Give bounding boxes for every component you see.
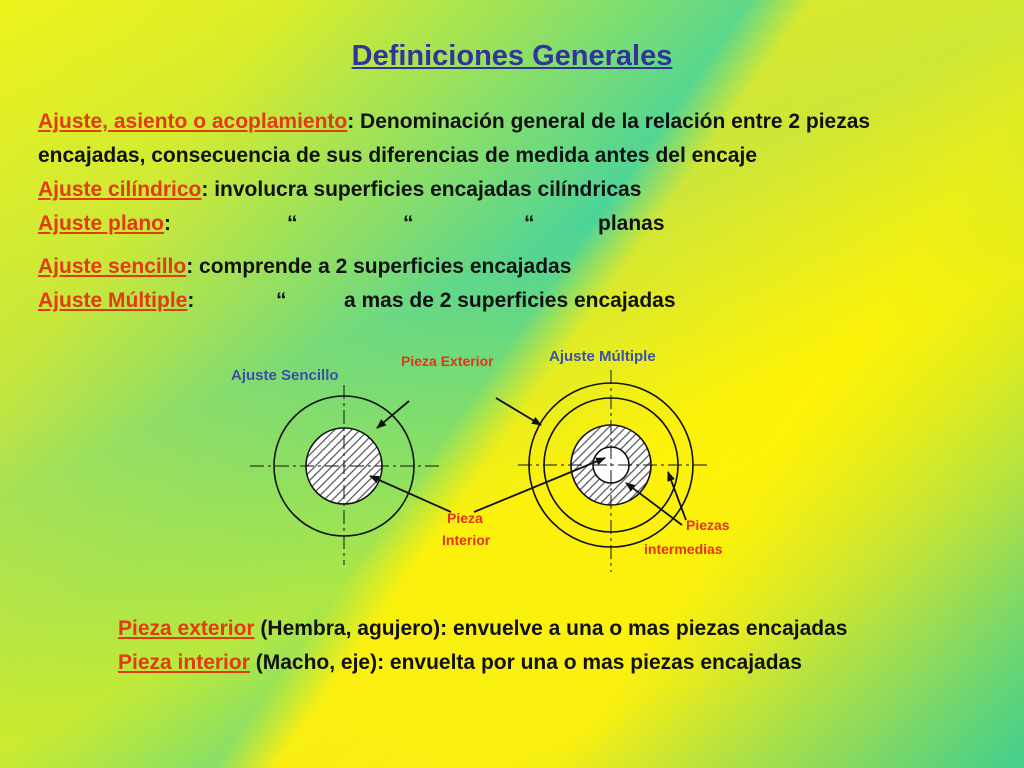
arrow-intermediate-1 bbox=[667, 471, 687, 521]
definition-continuation: encajadas, consecuencia de sus diferenci… bbox=[38, 144, 757, 168]
ditto-mark: “ bbox=[524, 212, 535, 235]
definition-text: (Hembra, agujero): envuelve a una o mas … bbox=[254, 617, 848, 640]
ditto-mark: “ bbox=[403, 212, 414, 235]
term-pieza-exterior: Pieza exterior bbox=[118, 617, 255, 640]
definition-text: : involucra superficies encajadas cilínd… bbox=[201, 178, 642, 201]
definition-ajuste-sencillo: Ajuste sencillo: comprende a 2 superfici… bbox=[38, 255, 571, 279]
definition-tail: planas bbox=[598, 212, 665, 235]
term-ajuste-plano: Ajuste plano bbox=[38, 212, 165, 235]
arrow-exterior-multiple bbox=[495, 397, 542, 426]
definition-text: (Macho, eje): envuelta por una o mas pie… bbox=[249, 651, 802, 674]
definition-text: : comprende a 2 superficies encajadas bbox=[186, 255, 572, 278]
label-piezas-intermedias-line1: Piezas bbox=[686, 517, 730, 533]
label-pieza-interior-line2: Interior bbox=[442, 532, 491, 548]
label-piezas-intermedias-line2: intermedias bbox=[644, 541, 723, 557]
term-ajuste-sencillo: Ajuste sencillo bbox=[38, 255, 187, 278]
label-ajuste-sencillo: Ajuste Sencillo bbox=[231, 367, 339, 384]
arrow-interior-single bbox=[369, 475, 452, 513]
definition-ajuste-plano: Ajuste plano: bbox=[38, 212, 171, 236]
arrow-interior-multiple bbox=[473, 457, 606, 513]
definition-ajuste-cilindrico: Ajuste cilíndrico: involucra superficies… bbox=[38, 178, 641, 202]
definition-text: encajadas, consecuencia de sus diferenci… bbox=[38, 144, 757, 167]
label-pieza-interior-line1: Pieza bbox=[447, 510, 483, 526]
term-ajuste-cilindrico: Ajuste cilíndrico bbox=[38, 178, 202, 201]
arrow-intermediate-2 bbox=[625, 482, 683, 526]
label-pieza-exterior: Pieza Exterior bbox=[401, 353, 494, 369]
definition-pieza-exterior: Pieza exterior (Hembra, agujero): envuel… bbox=[118, 617, 847, 641]
definition-ajuste: Ajuste, asiento o acoplamiento: Denomina… bbox=[38, 110, 870, 134]
ditto-mark: “ bbox=[287, 212, 298, 235]
definition-text: : bbox=[164, 212, 172, 235]
definition-pieza-interior: Pieza interior (Macho, eje): envuelta po… bbox=[118, 651, 802, 675]
single-fit-drawing bbox=[250, 385, 440, 565]
definition-ajuste-multiple: Ajuste Múltiple: bbox=[38, 289, 194, 313]
term-ajuste-multiple: Ajuste Múltiple bbox=[38, 289, 188, 312]
arrow-exterior-single bbox=[376, 400, 410, 429]
term-ajuste: Ajuste, asiento o acoplamiento bbox=[38, 110, 348, 133]
label-ajuste-multiple: Ajuste Múltiple bbox=[549, 348, 656, 365]
slide-title: Definiciones Generales bbox=[351, 40, 673, 72]
definition-tail: a mas de 2 superficies encajadas bbox=[344, 289, 676, 312]
definition-text: : bbox=[187, 289, 195, 312]
definition-text: : Denominación general de la relación en… bbox=[347, 110, 871, 133]
term-pieza-interior: Pieza interior bbox=[118, 651, 250, 674]
ditto-mark: “ bbox=[276, 289, 287, 312]
